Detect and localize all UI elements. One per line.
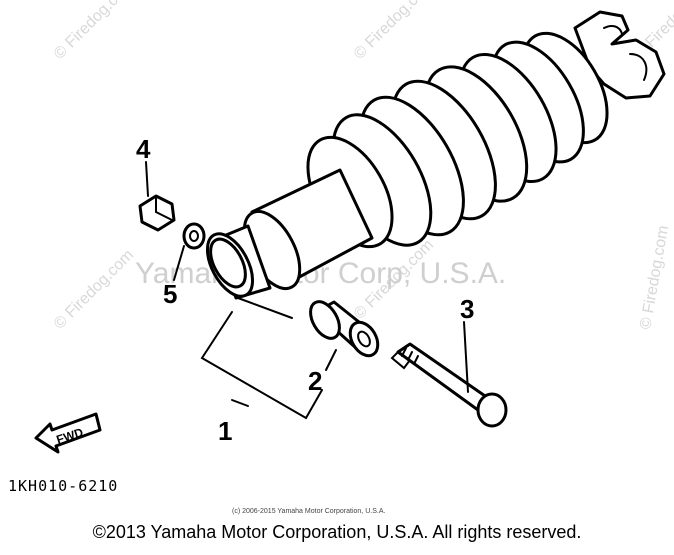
leader-lines [145, 161, 469, 420]
watermark-firedog: © Firedog.com [351, 0, 437, 63]
watermark-firedog: © Firedog.com [51, 246, 137, 332]
diagram-part-code: 1KH010-6210 [8, 477, 118, 495]
callout-4: 4 [136, 134, 151, 164]
forward-direction-arrow: FWD [34, 412, 102, 454]
callout-3: 3 [460, 294, 474, 324]
coil-spring [306, 31, 609, 249]
callout-5: 5 [163, 279, 177, 309]
callout-2: 2 [308, 366, 322, 396]
small-copyright: (c) 2006-2015 Yamaha Motor Corporation, … [232, 508, 385, 515]
shock-body [205, 168, 374, 300]
upper-clevis [573, 10, 666, 100]
watermark-firedog: © Firedog.com [51, 0, 137, 63]
watermark-firedog: © Firedog.com [637, 224, 672, 331]
callout-1: 1 [218, 416, 232, 446]
part-3-bolt [390, 342, 508, 428]
part-5-washer [182, 222, 206, 250]
part-4-nut [138, 194, 176, 232]
footer-copyright: ©2013 Yamaha Motor Corporation, U.S.A. A… [92, 522, 582, 542]
part-2-bushing [309, 300, 380, 358]
